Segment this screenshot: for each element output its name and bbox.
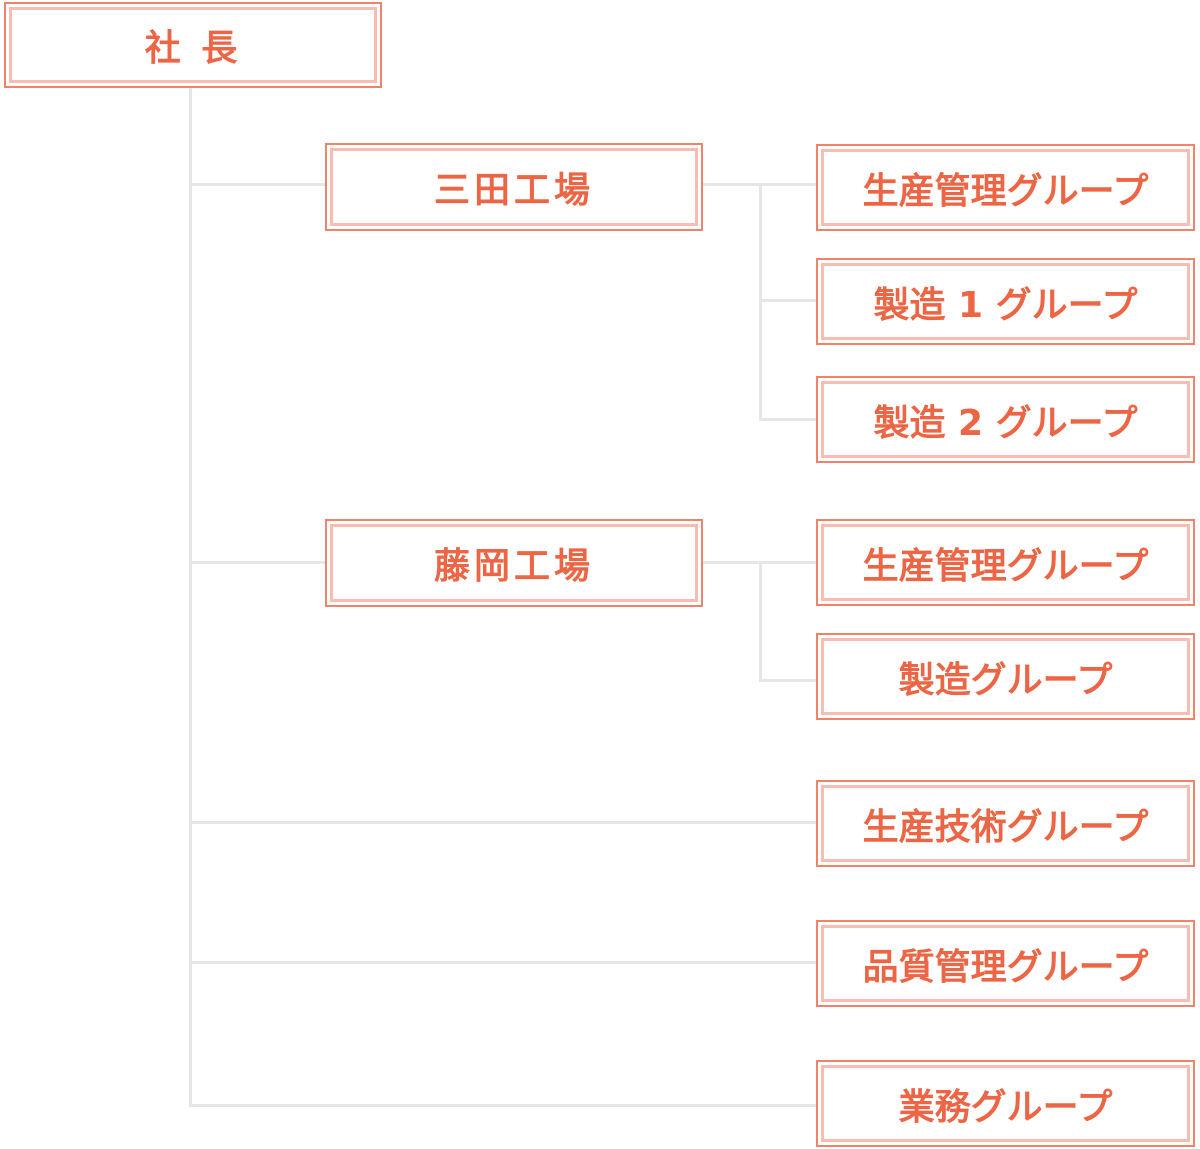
branch-connector-seisan-gijutsu: [189, 821, 818, 824]
fujioka-sub-branch-2: [759, 679, 818, 682]
trunk-connector: [189, 88, 192, 1107]
factory-box-mita: 三田工場: [325, 143, 703, 231]
group-label: 生産管理グループ: [862, 545, 1149, 587]
group-box: 製造 1 グループ: [816, 258, 1195, 345]
branch-connector-gyomu: [189, 1104, 818, 1107]
group-label: 製造 1 グループ: [873, 284, 1138, 326]
fujioka-sub-trunk: [759, 561, 762, 682]
factory-label: 藤岡工場: [433, 546, 594, 587]
factory-label: 三田工場: [433, 170, 594, 211]
group-box: 製造 2 グループ: [816, 376, 1195, 463]
president-box: 社 長: [4, 2, 382, 88]
factory-box-fujioka: 藤岡工場: [325, 519, 703, 607]
group-label: 生産技術グループ: [862, 806, 1149, 848]
group-box: 生産管理グループ: [816, 519, 1195, 606]
mita-sub-trunk: [759, 183, 762, 421]
group-box: 生産技術グループ: [816, 780, 1195, 867]
branch-connector-mita: [189, 183, 326, 186]
group-label: 製造 2 グループ: [873, 402, 1138, 444]
group-label: 製造グループ: [898, 659, 1113, 701]
group-label: 業務グループ: [898, 1086, 1113, 1128]
group-box: 生産管理グループ: [816, 144, 1195, 231]
group-box: 製造グループ: [816, 633, 1195, 720]
president-label: 社 長: [144, 28, 242, 69]
group-box: 品質管理グループ: [816, 920, 1195, 1007]
mita-sub-branch-3: [759, 418, 818, 421]
mita-sub-branch-2: [759, 299, 818, 302]
group-label: 品質管理グループ: [862, 946, 1149, 988]
branch-connector-hinshitsu: [189, 961, 818, 964]
branch-connector-fujioka: [189, 561, 326, 564]
group-box: 業務グループ: [816, 1060, 1195, 1147]
group-label: 生産管理グループ: [862, 170, 1149, 212]
